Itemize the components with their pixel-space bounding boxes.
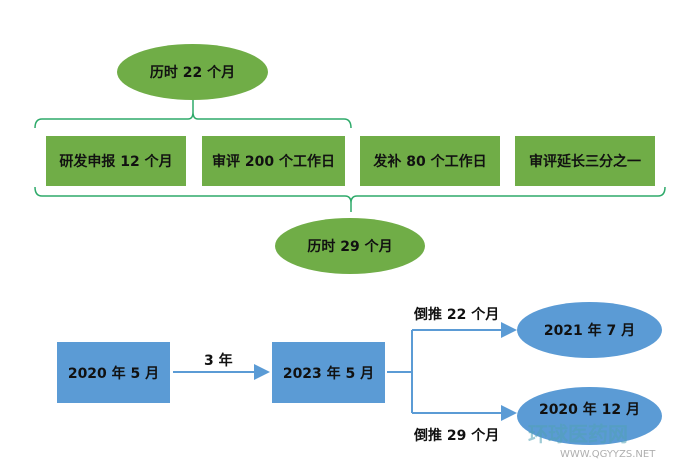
duration-22-label: 历时 22 个月 bbox=[149, 65, 236, 81]
step-box-3: 发补 80 个工作日 bbox=[360, 136, 500, 186]
branch-line bbox=[387, 330, 413, 413]
step-box-1: 研发申报 12 个月 bbox=[46, 136, 186, 186]
start-date: 2020 年 5 月 bbox=[67, 365, 160, 382]
duration-29-ellipse: 历时 29 个月 bbox=[275, 218, 425, 274]
gap-label: 3 年 bbox=[204, 353, 233, 369]
duration-22-ellipse: 历时 22 个月 bbox=[117, 44, 268, 100]
step-label: 发补 80 个工作日 bbox=[373, 154, 487, 170]
back-29-label: 倒推 29 个月 bbox=[414, 428, 500, 444]
result-22: 2021 年 7 月 bbox=[543, 323, 636, 339]
watermark-logo: 环球医药网 bbox=[528, 422, 628, 446]
step-label: 审评延长三分之一 bbox=[529, 154, 641, 170]
duration-29-label: 历时 29 个月 bbox=[307, 239, 393, 255]
top-brace bbox=[34, 100, 352, 129]
step-box-4: 审评延长三分之一 bbox=[515, 136, 655, 186]
step-label: 审评 200 个工作日 bbox=[212, 154, 335, 170]
step-box-2: 审评 200 个工作日 bbox=[202, 136, 345, 186]
result-29-ellipse: 2020 年 12 月 bbox=[517, 387, 662, 445]
start-date-box: 2020 年 5 月 bbox=[57, 342, 170, 403]
result-29: 2020 年 12 月 bbox=[538, 402, 641, 418]
watermark-url: WWW.QGYYZS.NET bbox=[560, 449, 656, 460]
result-22-ellipse: 2021 年 7 月 bbox=[517, 302, 662, 358]
step-label: 研发申报 12 个月 bbox=[59, 154, 173, 170]
back-22-label: 倒推 22 个月 bbox=[414, 307, 500, 323]
end-date-box: 2023 年 5 月 bbox=[272, 342, 385, 403]
end-date: 2023 年 5 月 bbox=[282, 365, 375, 382]
bottom-brace bbox=[34, 186, 666, 212]
